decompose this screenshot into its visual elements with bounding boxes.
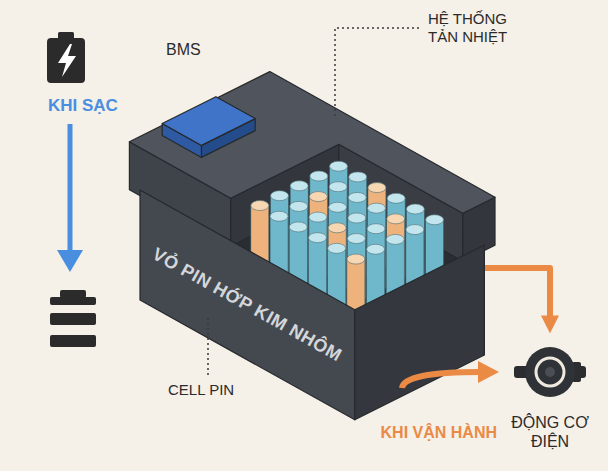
cell-top: [348, 192, 366, 202]
leader-line: [207, 318, 209, 376]
stack-cap: [60, 290, 86, 298]
flow-arrow: [485, 268, 550, 319]
operation-arrow: [402, 372, 480, 388]
cell-top: [387, 214, 405, 224]
cell-top: [349, 172, 367, 182]
node-text: VỎ PIN HỚP KIM NHÔM: [149, 244, 346, 366]
mode-label: KHI VẬN HÀNH: [381, 423, 497, 442]
cell-top: [347, 234, 365, 244]
stack-brim: [50, 297, 96, 305]
cell-top: [386, 234, 404, 244]
leader-line: [335, 28, 420, 116]
cell-top: [308, 233, 326, 243]
stack-bar: [50, 313, 96, 325]
cell-top: [329, 182, 347, 192]
cell-top: [406, 204, 424, 214]
battery-icon: [47, 32, 85, 83]
cell-top: [290, 201, 308, 211]
cell-top: [309, 212, 327, 222]
cell-top: [328, 243, 346, 253]
cell-top: [330, 161, 348, 171]
cell-top: [387, 193, 405, 203]
battery-stack-icon: [50, 290, 96, 347]
cell-top: [328, 223, 346, 233]
cell-top: [406, 225, 424, 235]
part-label: HỆ THỐNG TẢN NHIỆT: [428, 10, 528, 46]
lightning-bolt: [58, 44, 76, 77]
battery-housing: VỎ PIN HỚP KIM NHÔM: [140, 125, 485, 422]
mode-label: KHI SẠC: [48, 96, 118, 116]
cell-top: [290, 181, 308, 191]
motor-hub: [545, 367, 555, 377]
cell-top: [426, 215, 444, 225]
cell-top: [367, 203, 385, 213]
cell-top: [348, 213, 366, 223]
node-text: ĐỘNG CƠ ĐIỆN: [505, 413, 595, 451]
motor-ring: [536, 358, 564, 386]
cell-top: [289, 222, 307, 232]
cell-top: [310, 171, 328, 181]
part-label: CELL PIN: [168, 381, 234, 399]
cell-top: [368, 183, 386, 193]
motor-icon: [514, 347, 586, 397]
cell-top: [271, 191, 289, 201]
bms-block: [162, 97, 255, 146]
motor-body: [525, 347, 575, 397]
charge-arrow: [68, 124, 73, 254]
cell-top: [347, 254, 365, 264]
battery-terminal: [58, 32, 74, 39]
battery-body: [47, 38, 85, 83]
battery-pack-drawing: [129, 72, 495, 420]
cell-top: [367, 224, 385, 234]
electric-motor: ĐỘNG CƠ ĐIỆN: [505, 335, 595, 451]
charge-arrowhead: [57, 250, 83, 272]
part-label: BMS: [166, 40, 201, 59]
cell-top: [270, 211, 288, 221]
stack-bar: [50, 335, 96, 347]
housing-front: [140, 190, 355, 420]
cell-top: [309, 192, 327, 202]
cell-top: [367, 244, 385, 254]
cell-top: [251, 201, 269, 211]
housing-side: [355, 245, 485, 420]
cell-top: [329, 202, 347, 212]
operation-arrowhead: [478, 361, 499, 383]
